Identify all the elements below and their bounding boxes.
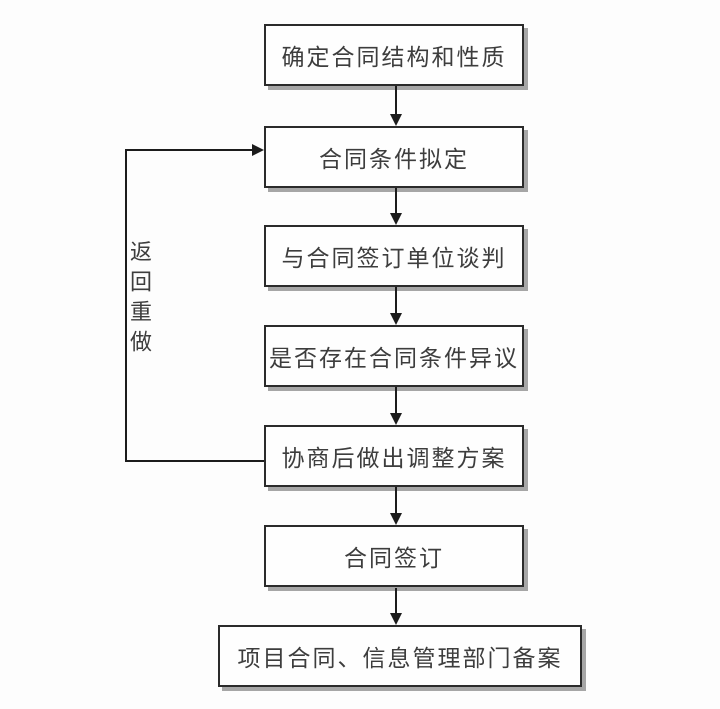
flow-node-contract-signing: 合同签订 (264, 525, 524, 587)
flow-node-check-term-objections: 是否存在合同条件异议 (264, 325, 524, 387)
flow-node-adjustment-plan-after-negotiation: 协商后做出调整方案 (264, 425, 524, 487)
flow-node-filing-with-management-departments: 项目合同、信息管理部门备案 (218, 625, 582, 687)
feedback-loop-label: 返回重做 (127, 240, 152, 360)
arrow-down-icon-n2-n3 (390, 188, 402, 225)
flow-node-draft-contract-terms: 合同条件拟定 (264, 126, 524, 188)
arrow-down-icon-n4-n5 (390, 387, 402, 425)
arrow-right-icon-feedback-to-n2 (252, 144, 264, 156)
flow-node-negotiate-with-signing-party: 与合同签订单位谈判 (264, 225, 524, 287)
feedback-loop-vertical-segment (125, 149, 127, 462)
feedback-loop-top-segment (125, 149, 252, 151)
arrow-down-icon-n3-n4 (390, 287, 402, 325)
arrow-down-icon-n1-n2 (390, 86, 402, 126)
arrow-down-icon-n6-n7 (390, 588, 402, 625)
feedback-loop-bottom-segment (125, 460, 264, 462)
flow-node-determine-contract-structure: 确定合同结构和性质 (264, 24, 524, 86)
arrow-down-icon-n5-n6 (390, 487, 402, 525)
